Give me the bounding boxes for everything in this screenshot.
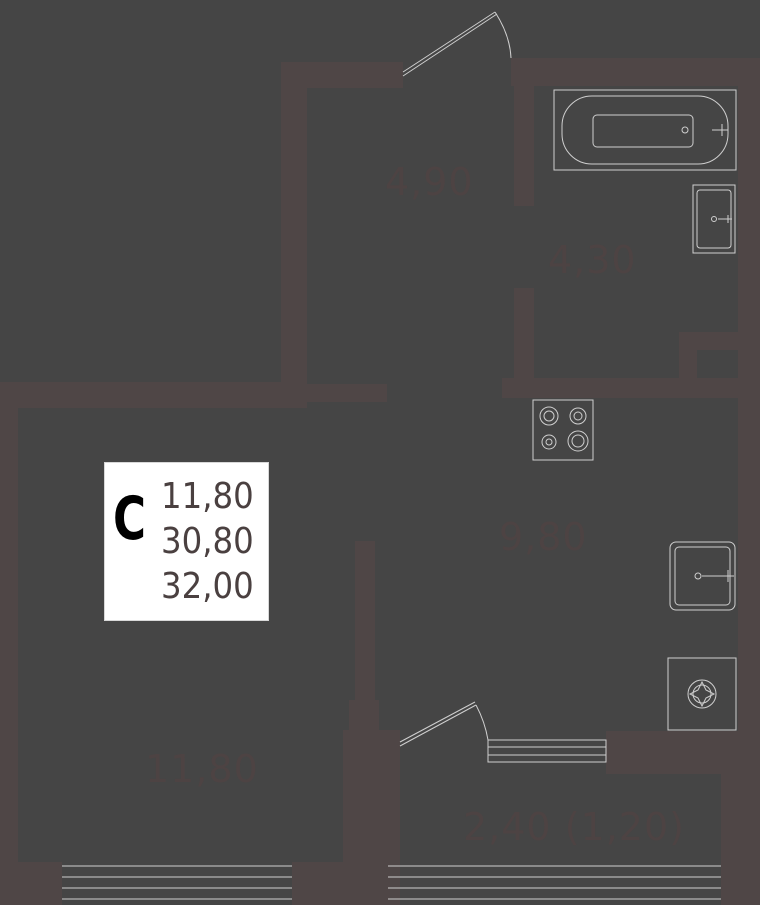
bathtub-icon [553, 89, 737, 171]
stove-icon [532, 399, 594, 461]
room-area-kitchen: 9,80 [499, 515, 588, 559]
living-area-value: 11,80 [161, 476, 254, 517]
total-area-value: 30,80 [161, 521, 254, 562]
room-area-balcony: 2,40 (1,20) [463, 805, 685, 849]
kitchen-sink-icon [669, 541, 736, 611]
sink-icon [692, 184, 736, 254]
apartment-info-card: C 11,80 30,80 32,00 [104, 462, 269, 621]
openings [62, 11, 721, 900]
room-area-bathroom: 4,30 [548, 238, 637, 282]
walls [0, 58, 760, 905]
boiler-icon [667, 657, 737, 731]
apartment-type-letter: C [113, 484, 147, 554]
total-area-with-balcony-value: 32,00 [161, 566, 254, 607]
room-area-living: 11,80 [145, 747, 259, 791]
room-area-hall: 4,90 [385, 160, 474, 204]
